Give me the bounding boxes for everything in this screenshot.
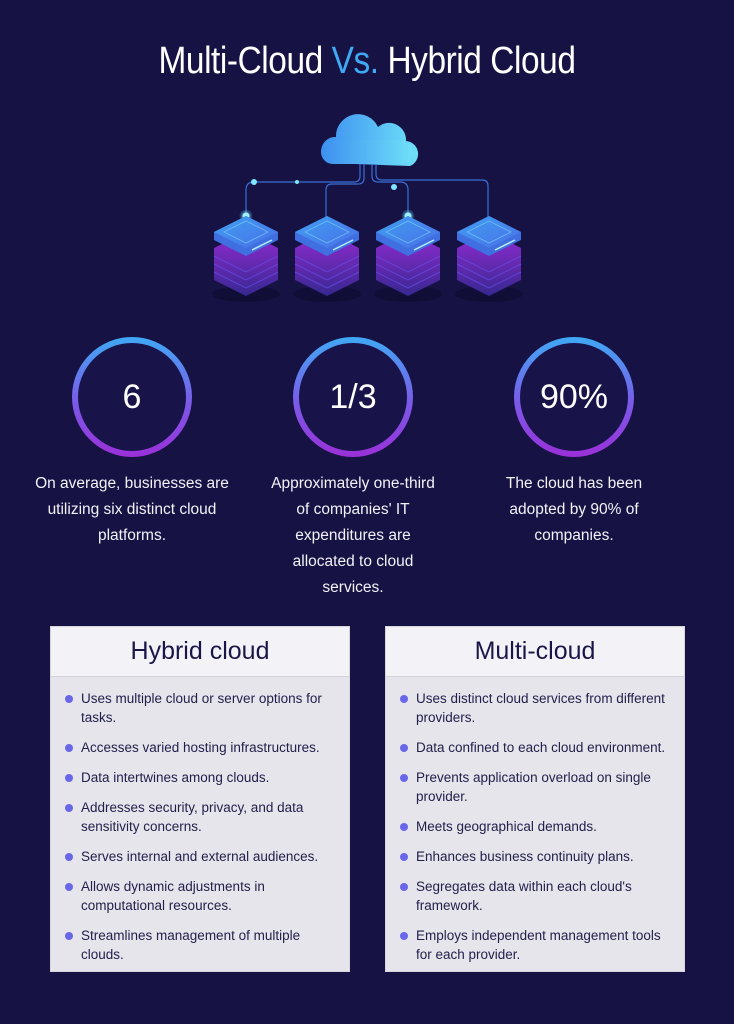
list-item-text: Serves internal and external audiences.: [81, 849, 319, 864]
list-item: Accesses varied hosting infrastructures.: [65, 738, 335, 757]
list-item-text: Uses multiple cloud or server options fo…: [81, 691, 322, 725]
card-title: Hybrid cloud: [51, 627, 349, 677]
stat-value: 1/3: [299, 343, 407, 451]
bullet-icon: [400, 695, 408, 703]
list-item: Prevents application overload on single …: [400, 768, 670, 806]
stat-description: On average, businesses are utilizing six…: [35, 475, 229, 544]
bullet-icon: [400, 823, 408, 831]
list-item: Data intertwines among clouds.: [65, 768, 335, 787]
list-item-text: Enhances business continuity plans.: [416, 849, 634, 864]
list-item: Employs independent management tools for…: [400, 926, 670, 964]
hybrid-feature-list: Uses multiple cloud or server options fo…: [51, 677, 349, 964]
list-item: Uses distinct cloud services from differ…: [400, 689, 670, 727]
list-item-text: Accesses varied hosting infrastructures.: [81, 740, 320, 755]
multi-feature-list: Uses distinct cloud services from differ…: [386, 677, 684, 964]
cloud-server-illustration: [200, 108, 530, 318]
stat-value: 90%: [520, 343, 628, 451]
bullet-icon: [400, 744, 408, 752]
list-item-text: Data intertwines among clouds.: [81, 770, 270, 785]
stat-ring: 6: [72, 337, 192, 457]
bullet-icon: [400, 883, 408, 891]
cloud-server-network-icon: [212, 114, 524, 303]
list-item-text: Meets geographical demands.: [416, 819, 597, 834]
bullet-icon: [400, 853, 408, 861]
title-part-1: Multi-Cloud: [158, 40, 332, 82]
page-title: Multi-Cloud Vs. Hybrid Cloud: [44, 40, 690, 83]
list-item: Data confined to each cloud environment.: [400, 738, 670, 757]
stat-adoption: 90% The cloud has been adopted by 90% of…: [474, 337, 674, 549]
list-item-text: Allows dynamic adjustments in computatio…: [81, 879, 265, 913]
bullet-icon: [65, 932, 73, 940]
stat-description: Approximately one-third of companies' IT…: [271, 475, 435, 596]
list-item: Streamlines management of multiple cloud…: [65, 926, 335, 964]
stat-value: 6: [78, 343, 186, 451]
stat-ring: 1/3: [293, 337, 413, 457]
list-item-text: Prevents application overload on single …: [416, 770, 651, 804]
list-item: Segregates data within each cloud's fram…: [400, 877, 670, 915]
title-accent-vs: Vs.: [331, 40, 379, 82]
list-item: Meets geographical demands.: [400, 817, 670, 836]
stat-platforms: 6 On average, businesses are utilizing s…: [32, 337, 232, 549]
bullet-icon: [400, 932, 408, 940]
bullet-icon: [65, 883, 73, 891]
list-item-text: Segregates data within each cloud's fram…: [416, 879, 632, 913]
card-title: Multi-cloud: [386, 627, 684, 677]
stat-description: The cloud has been adopted by 90% of com…: [505, 475, 643, 544]
bullet-icon: [65, 853, 73, 861]
stat-ring: 90%: [514, 337, 634, 457]
title-part-2: Hybrid Cloud: [378, 40, 576, 82]
stat-it-expenditure: 1/3 Approximately one-third of companies…: [253, 337, 453, 601]
bullet-icon: [65, 774, 73, 782]
bullet-icon: [400, 774, 408, 782]
list-item-text: Employs independent management tools for…: [416, 928, 661, 962]
list-item: Enhances business continuity plans.: [400, 847, 670, 866]
list-item-text: Data confined to each cloud environment.: [416, 740, 666, 755]
multi-cloud-card: Multi-cloud Uses distinct cloud services…: [385, 626, 685, 972]
list-item: Allows dynamic adjustments in computatio…: [65, 877, 335, 915]
bullet-icon: [65, 695, 73, 703]
list-item: Addresses security, privacy, and data se…: [65, 798, 335, 836]
list-item-text: Streamlines management of multiple cloud…: [81, 928, 301, 962]
bullet-icon: [65, 804, 73, 812]
list-item-text: Uses distinct cloud services from differ…: [416, 691, 665, 725]
hybrid-cloud-card: Hybrid cloud Uses multiple cloud or serv…: [50, 626, 350, 972]
list-item: Serves internal and external audiences.: [65, 847, 335, 866]
bullet-icon: [65, 744, 73, 752]
list-item: Uses multiple cloud or server options fo…: [65, 689, 335, 727]
list-item-text: Addresses security, privacy, and data se…: [81, 800, 304, 834]
